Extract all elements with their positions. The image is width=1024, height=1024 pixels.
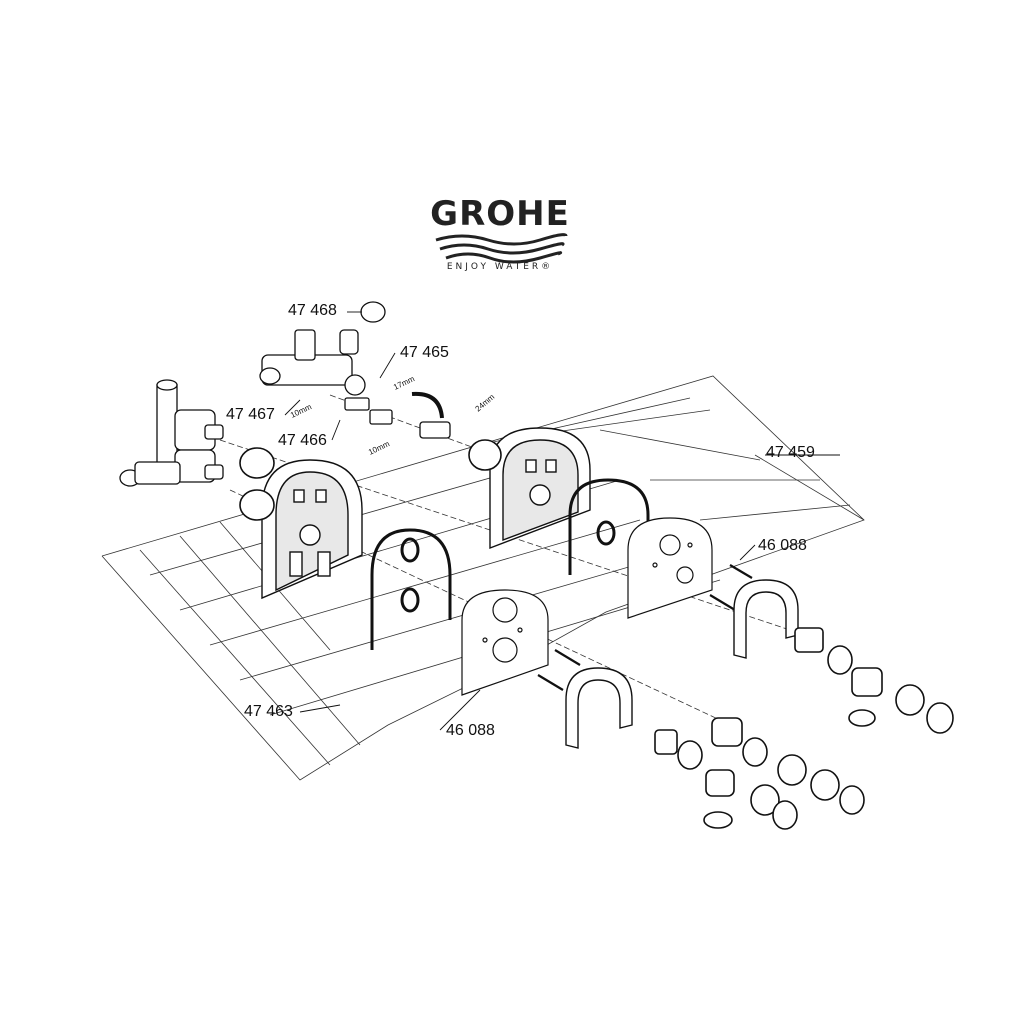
brand-name: GROHE bbox=[430, 194, 570, 234]
fittings bbox=[239, 439, 954, 830]
brand-tagline: ENJOY WATER® bbox=[446, 262, 554, 272]
brand-logo: GROHE ENJOY WATER® bbox=[400, 196, 600, 272]
screws bbox=[537, 564, 753, 691]
dim-10mm-bottom: 10mm bbox=[367, 439, 391, 457]
dim-10mm-top: 10mm bbox=[289, 402, 313, 420]
part-label-47466: 47 466 bbox=[278, 432, 327, 449]
dim-17mm: 17mm bbox=[392, 374, 416, 392]
cover-plate-right bbox=[627, 517, 713, 619]
part-label-47463: 47 463 bbox=[244, 703, 293, 720]
u-trim-right bbox=[733, 579, 799, 659]
part-label-46088-left: 46 088 bbox=[446, 722, 495, 739]
part-label-47468: 47 468 bbox=[288, 302, 337, 319]
brand-wave-icon bbox=[435, 233, 568, 264]
part-label-47467: 47 467 bbox=[226, 406, 275, 423]
frame-line bbox=[101, 375, 865, 781]
mounting-plate-left bbox=[261, 459, 363, 600]
valve-body bbox=[119, 301, 451, 487]
part-label-47465: 47 465 bbox=[400, 344, 449, 361]
part-label-46088-right: 46 088 bbox=[758, 537, 807, 554]
cover-plate-left bbox=[461, 589, 549, 696]
u-trim-left bbox=[565, 667, 633, 749]
mounting-plate-right bbox=[489, 427, 591, 550]
part-label-47459: 47 459 bbox=[766, 444, 815, 461]
dim-24mm: 24mm bbox=[474, 392, 497, 413]
seal-ring-right bbox=[568, 478, 650, 575]
seal-ring-left bbox=[370, 528, 452, 650]
